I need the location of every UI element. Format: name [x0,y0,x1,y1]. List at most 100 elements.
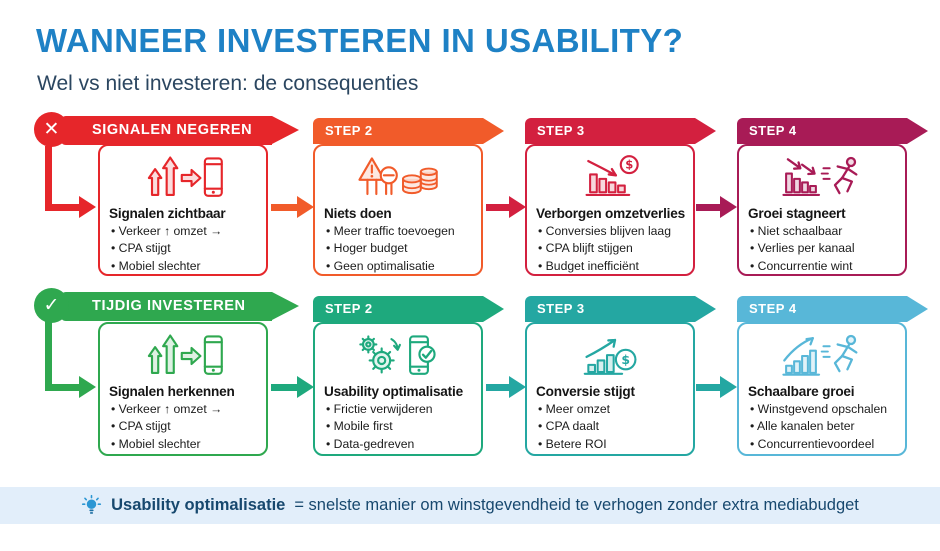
svg-text:$: $ [622,352,631,367]
step-label: STEP 3 [537,301,585,316]
x-icon: ✕ [34,112,69,147]
connector-arrow-shaft [45,204,81,211]
arrow-shaft [486,384,510,391]
bullet: CPA daalt [538,418,693,435]
bullet: Conversies blijven laag [538,223,693,240]
bullet: Meer omzet [538,401,693,418]
bullet: Mobiel slechter [111,436,266,453]
rising-chart-dollar-icon: $ [527,324,693,383]
footer-text: = snelste manier om winstgevendheid te v… [294,496,859,514]
up-arrows-phone-icon [100,324,266,383]
bullet-list: Frictie verwijderen Mobile first Data-ge… [315,401,481,453]
bullet: Frictie verwijderen [326,401,481,418]
card-title: Signalen herkennen [109,384,235,399]
card-verborgen-omzetverlies: $ Verborgen omzetverlies Conversies blij… [525,144,695,276]
arrow-head [720,196,737,218]
up-arrows-phone-icon [100,146,266,205]
card-title: Groei stagneert [748,206,846,221]
step-label: STEP 4 [749,301,797,316]
page-subtitle: Wel vs niet investeren: de consequenties [37,72,419,95]
bullet-list: Verkeer ↑ omzet → CPA stijgt Mobiel slec… [100,401,266,453]
bullet: CPA stijgt [111,240,266,257]
page-title: WANNEER INVESTEREN IN USABILITY? [36,22,684,59]
bullet-list: Verkeer ↑ omzet → CPA stijgt Mobiel slec… [100,223,266,275]
ribbon-tijdig-investeren: TIJDIG INVESTEREN [60,292,299,321]
bullet-list: Winstgevend opschalen Alle kanalen beter… [739,401,905,453]
card-title: Niets doen [324,206,392,221]
step-label: STEP 4 [749,123,797,138]
warning-coins-icon [315,146,481,205]
bullet: Meer traffic toevoegen [326,223,481,240]
bullet: Verkeer ↑ omzet → [111,223,266,240]
card-title: Verborgen omzetverlies [536,206,685,221]
card-schaalbare-groei: Schaalbare groei Winstgevend opschalen A… [737,322,907,456]
arrow-head [720,376,737,398]
ribbon-label: TIJDIG INVESTEREN [92,298,246,314]
step-label: STEP 2 [325,301,373,316]
arrow-shaft [486,204,510,211]
step-banner: STEP 4 [737,118,928,144]
bullet-list: Niet schaalbaar Verlies per kanaal Concu… [739,223,905,275]
card-niets-doen: Niets doen Meer traffic toevoegen Hoger … [313,144,483,276]
bullet-list: Meer traffic toevoegen Hoger budget Geen… [315,223,481,275]
bullet: Alle kanalen beter [750,418,905,435]
step-banner: STEP 2 [313,118,504,144]
card-groei-stagneert: Groei stagneert Niet schaalbaar Verlies … [737,144,907,276]
bullet: Winstgevend opschalen [750,401,905,418]
bullet: Geen optimalisatie [326,258,481,275]
connector-arrow-shaft [45,384,81,391]
arrow-head [297,196,314,218]
card-title: Usability optimalisatie [324,384,463,399]
card-conversie-stijgt: $ Conversie stijgt Meer omzet CPA daalt … [525,322,695,456]
bullet: CPA blijft stijgen [538,240,693,257]
declining-chart-dollar-icon: $ [527,146,693,205]
step-banner: STEP 3 [525,296,716,322]
check-glyph: ✓ [43,295,60,316]
step-banner: STEP 2 [313,296,504,322]
ribbon-signalen-negeren: SIGNALEN NEGEREN [60,116,299,145]
svg-text:$: $ [626,158,634,172]
arrow-shaft [271,204,298,211]
arrow-head [509,376,526,398]
bullet: Hoger budget [326,240,481,257]
card-title: Signalen zichtbaar [109,206,226,221]
step-banner: STEP 4 [737,296,928,322]
bullet: Mobile first [326,418,481,435]
bullet-list: Meer omzet CPA daalt Betere ROI [527,401,693,453]
card-title: Schaalbare groei [748,384,855,399]
step-label: STEP 3 [537,123,585,138]
arrow-head [509,196,526,218]
bullet: Verkeer ↑ omzet → [111,401,266,418]
connector-line [45,320,52,388]
bullet: Budget inefficiënt [538,258,693,275]
arrow-head [297,376,314,398]
arrow-shaft [696,204,721,211]
connector-arrow-head [79,376,96,398]
declining-chart-runner-icon [739,146,905,205]
bullet-list: Conversies blijven laag CPA blijft stijg… [527,223,693,275]
bullet: Verlies per kanaal [750,240,905,257]
card-title: Conversie stijgt [536,384,635,399]
card-usability-optimalisatie: Usability optimalisatie Frictie verwijde… [313,322,483,456]
bullet: Betere ROI [538,436,693,453]
connector-line [45,146,52,208]
ribbon-label: SIGNALEN NEGEREN [92,122,253,138]
connector-arrow-head [79,196,96,218]
bullet: Data-gedreven [326,436,481,453]
footer-highlight: Usability optimalisatie [111,496,286,514]
gears-phone-check-icon [315,324,481,383]
bullet: Concurrentievoordeel [750,436,905,453]
bullet: Concurrentie wint [750,258,905,275]
arrow-shaft [271,384,298,391]
card-signalen-zichtbaar: Signalen zichtbaar Verkeer ↑ omzet → CPA… [98,144,268,276]
x-glyph: ✕ [43,119,60,140]
bullet: Niet schaalbaar [750,223,905,240]
step-label: STEP 2 [325,123,373,138]
bullet: Mobiel slechter [111,258,266,275]
bullet: CPA stijgt [111,418,266,435]
card-signalen-herkennen: Signalen herkennen Verkeer ↑ omzet → CPA… [98,322,268,456]
lightbulb-icon [81,494,102,517]
check-icon: ✓ [34,288,69,323]
footer-note: Usability optimalisatie = snelste manier… [0,487,940,524]
